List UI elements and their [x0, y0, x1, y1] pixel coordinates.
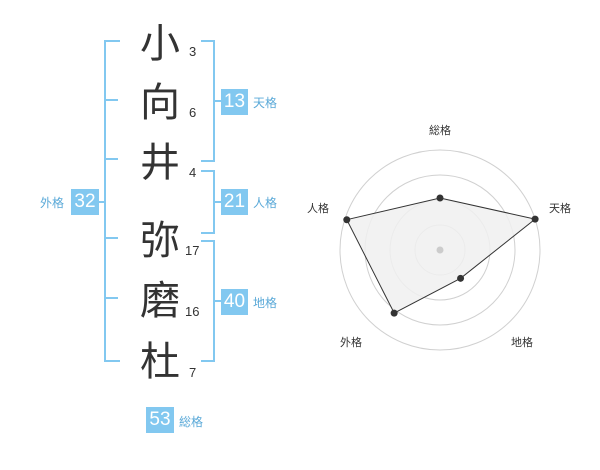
gaikaku-badge: 32	[71, 189, 99, 215]
name-char-6: 杜	[140, 339, 180, 385]
gaikaku-connector	[94, 201, 104, 203]
stroke-count-6: 7	[189, 365, 197, 380]
name-char-4: 弥	[140, 218, 180, 264]
radar-point-3	[457, 274, 465, 282]
name-char-5: 磨	[140, 278, 180, 324]
radar-area	[346, 197, 537, 314]
tenkaku-connector	[213, 100, 221, 102]
radar-ring	[339, 149, 541, 351]
stroke-count-2: 6	[189, 105, 197, 120]
radar-axis-label-tenkaku: 天格	[549, 201, 571, 215]
radar-axis-label-chikaku: 地格	[511, 335, 533, 349]
chikaku-badge: 40	[221, 289, 248, 315]
jinkaku-label: 人格	[253, 196, 278, 210]
gaikaku-bracket-tick	[104, 158, 118, 160]
radar-point-1	[436, 194, 444, 202]
radar-axis-label-soukaku: 総格	[429, 123, 451, 137]
radar-point-5	[343, 216, 351, 224]
soukaku-badge: 53	[146, 407, 174, 433]
soukaku-label: 総格	[179, 415, 204, 429]
stroke-count-1: 3	[189, 44, 197, 59]
radar-axis-label-jinkaku: 人格	[307, 201, 329, 215]
stroke-count-3: 4	[189, 165, 197, 180]
gaikaku-bracket	[104, 40, 120, 362]
gaikaku-bracket-tick	[104, 297, 118, 299]
radar-axis-label-gaikaku: 外格	[340, 335, 362, 349]
name-char-2: 向	[140, 80, 180, 126]
radar-point-4	[390, 309, 398, 317]
chikaku-label: 地格	[253, 296, 278, 310]
name-char-3: 井	[140, 140, 180, 186]
stroke-count-5: 16	[185, 304, 200, 319]
radar-point-2	[531, 215, 539, 223]
gaikaku-bracket-tick	[104, 237, 118, 239]
stroke-count-4: 17	[185, 243, 200, 258]
tenkaku-label: 天格	[253, 96, 278, 110]
name-char-1: 小	[140, 21, 180, 67]
tenkaku-badge: 13	[221, 89, 248, 115]
gaikaku-label: 外格	[40, 196, 65, 210]
jinkaku-badge: 21	[221, 189, 248, 215]
radar-center-dot	[436, 246, 444, 254]
chikaku-connector	[213, 300, 221, 302]
gaikaku-bracket-tick	[104, 99, 118, 101]
jinkaku-connector	[213, 201, 221, 203]
